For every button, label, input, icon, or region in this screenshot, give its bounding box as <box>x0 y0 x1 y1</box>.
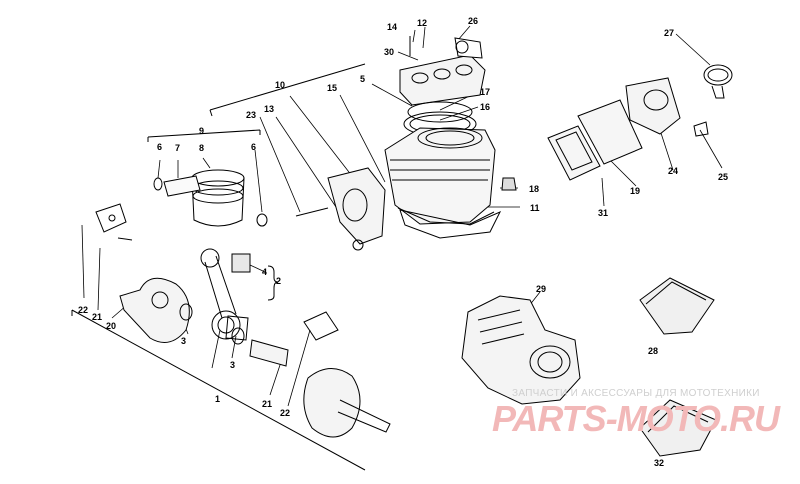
cylinder <box>384 127 517 239</box>
callout-10: 10 <box>275 80 286 90</box>
callout-15: 15 <box>327 83 338 93</box>
group-bracket-9 <box>147 129 261 142</box>
callout-27: 27 <box>664 28 675 38</box>
callout-2: 2 <box>276 276 282 286</box>
hose-clamp <box>703 64 733 99</box>
group-bracket-1 <box>71 309 366 471</box>
crankshaft-left <box>95 203 190 343</box>
cylinder-head <box>399 36 486 106</box>
callout-7: 7 <box>175 143 181 153</box>
callout-21: 21 <box>262 399 273 409</box>
callout-12: 12 <box>417 18 428 28</box>
callout-3: 3 <box>181 336 187 346</box>
callout-6: 6 <box>251 142 257 152</box>
callout-20: 20 <box>106 321 117 331</box>
callout-24: 24 <box>668 166 679 176</box>
bearings <box>179 303 249 345</box>
callout-17: 17 <box>480 87 491 97</box>
callout-30: 30 <box>384 47 395 57</box>
watermark-caption: ЗАПЧАСТИ И АКСЕССУАРЫ ДЛЯ МОТОТЕХНИКИ <box>512 388 760 399</box>
callout-3: 3 <box>230 360 236 370</box>
callout-9: 9 <box>199 126 205 136</box>
callout-5: 5 <box>360 74 366 84</box>
crankshaft-right <box>249 311 391 438</box>
callout-8: 8 <box>199 143 205 153</box>
group-bracket-2 <box>267 265 279 301</box>
callout-16: 16 <box>480 102 491 112</box>
base-gasket <box>397 207 495 225</box>
piston-assembly <box>153 169 329 227</box>
watermark-logo: PARTS-MOTO.RU <box>492 398 780 439</box>
callout-6: 6 <box>157 142 163 152</box>
connecting-rod <box>200 248 251 340</box>
callout-14: 14 <box>387 22 398 32</box>
callout-23: 23 <box>246 110 257 120</box>
callout-13: 13 <box>264 104 275 114</box>
callout-25: 25 <box>718 172 729 182</box>
callout-11: 11 <box>530 203 540 213</box>
callout-22: 22 <box>78 305 89 315</box>
foam-filter-28 <box>639 277 715 335</box>
callout-26: 26 <box>468 16 479 26</box>
callout-4: 4 <box>262 267 268 277</box>
callout-32: 32 <box>654 458 665 468</box>
callout-1: 1 <box>215 394 221 404</box>
group-bracket-10 <box>209 63 366 117</box>
callout-18: 18 <box>529 184 540 194</box>
callout-29: 29 <box>536 284 547 294</box>
callout-19: 19 <box>630 186 641 196</box>
callout-31: 31 <box>598 208 609 218</box>
foam-filter-32 <box>639 399 717 457</box>
intake-manifold <box>625 77 709 137</box>
exhaust-flange <box>327 167 386 251</box>
complete-engine <box>461 295 581 405</box>
callout-21: 21 <box>92 312 103 322</box>
reed-valve <box>547 99 643 181</box>
callout-22: 22 <box>280 408 291 418</box>
callout-28: 28 <box>648 346 659 356</box>
